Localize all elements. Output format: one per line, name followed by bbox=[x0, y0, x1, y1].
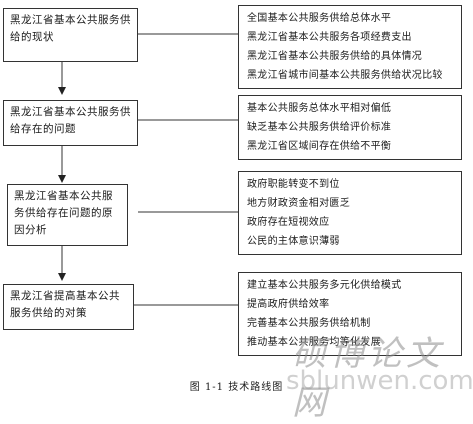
stage-box-2: 黑龙江省基本公共服务供给存在的问题 bbox=[3, 100, 138, 146]
detail-item: 政府存在短视效应 bbox=[247, 217, 330, 228]
detail-item: 黑龙江省基本公共服务各项经费支出 bbox=[247, 32, 412, 43]
stage-box-4: 黑龙江省提高基本公共服务供给的对策 bbox=[3, 284, 134, 330]
detail-item: 政府职能转变不到位 bbox=[247, 179, 340, 190]
stage-label-4: 黑龙江省提高基本公共服务供给的对策 bbox=[10, 290, 120, 319]
detail-item: 建立基本公共服务多元化供给模式 bbox=[247, 280, 402, 291]
detail-item: 提高政府供给效率 bbox=[247, 299, 330, 310]
detail-item: 全国基本公共服务供给总体水平 bbox=[247, 13, 392, 24]
detail-item: 黑龙江省区域间存在供给不平衡 bbox=[247, 141, 392, 152]
detail-box-1: 全国基本公共服务供给总体水平 黑龙江省基本公共服务各项经费支出 黑龙江省基本公共… bbox=[238, 5, 462, 89]
detail-item: 推动基本公共服务均等化发展 bbox=[247, 337, 381, 348]
stage-box-1: 黑龙江省基本公共服务供给的现状 bbox=[3, 8, 138, 62]
stage-label-3: 黑龙江省基本公共服务供给存在问题的原因分析 bbox=[14, 190, 113, 236]
detail-item: 公民的主体意识薄弱 bbox=[247, 236, 340, 247]
detail-item: 黑龙江省基本公共服务供给的具体情况 bbox=[247, 51, 423, 62]
detail-item: 完善基本公共服务供给机制 bbox=[247, 318, 371, 329]
watermark-url: sblunwen.com bbox=[286, 366, 473, 396]
stage-label-1: 黑龙江省基本公共服务供给的现状 bbox=[10, 14, 131, 43]
stage-box-3: 黑龙江省基本公共服务供给存在问题的原因分析 bbox=[7, 184, 128, 246]
detail-item: 黑龙江省城市间基本公共服务供给状况比较 bbox=[247, 70, 443, 81]
detail-box-4: 建立基本公共服务多元化供给模式 提高政府供给效率 完善基本公共服务供给机制 推动… bbox=[238, 272, 462, 356]
connector-lines bbox=[58, 33, 238, 306]
stage-label-2: 黑龙江省基本公共服务供给存在的问题 bbox=[10, 106, 131, 135]
detail-item: 地方财政资金相对匮乏 bbox=[247, 198, 350, 209]
detail-item: 缺乏基本公共服务供给评价标准 bbox=[247, 122, 392, 133]
detail-item: 基本公共服务总体水平相对偏低 bbox=[247, 103, 392, 114]
detail-box-2: 基本公共服务总体水平相对偏低 缺乏基本公共服务供给评价标准 黑龙江省区域间存在供… bbox=[238, 95, 462, 160]
figure-caption: 图 1-1 技术路线图 bbox=[189, 382, 284, 393]
detail-box-3: 政府职能转变不到位 地方财政资金相对匮乏 政府存在短视效应 公民的主体意识薄弱 bbox=[238, 171, 462, 255]
